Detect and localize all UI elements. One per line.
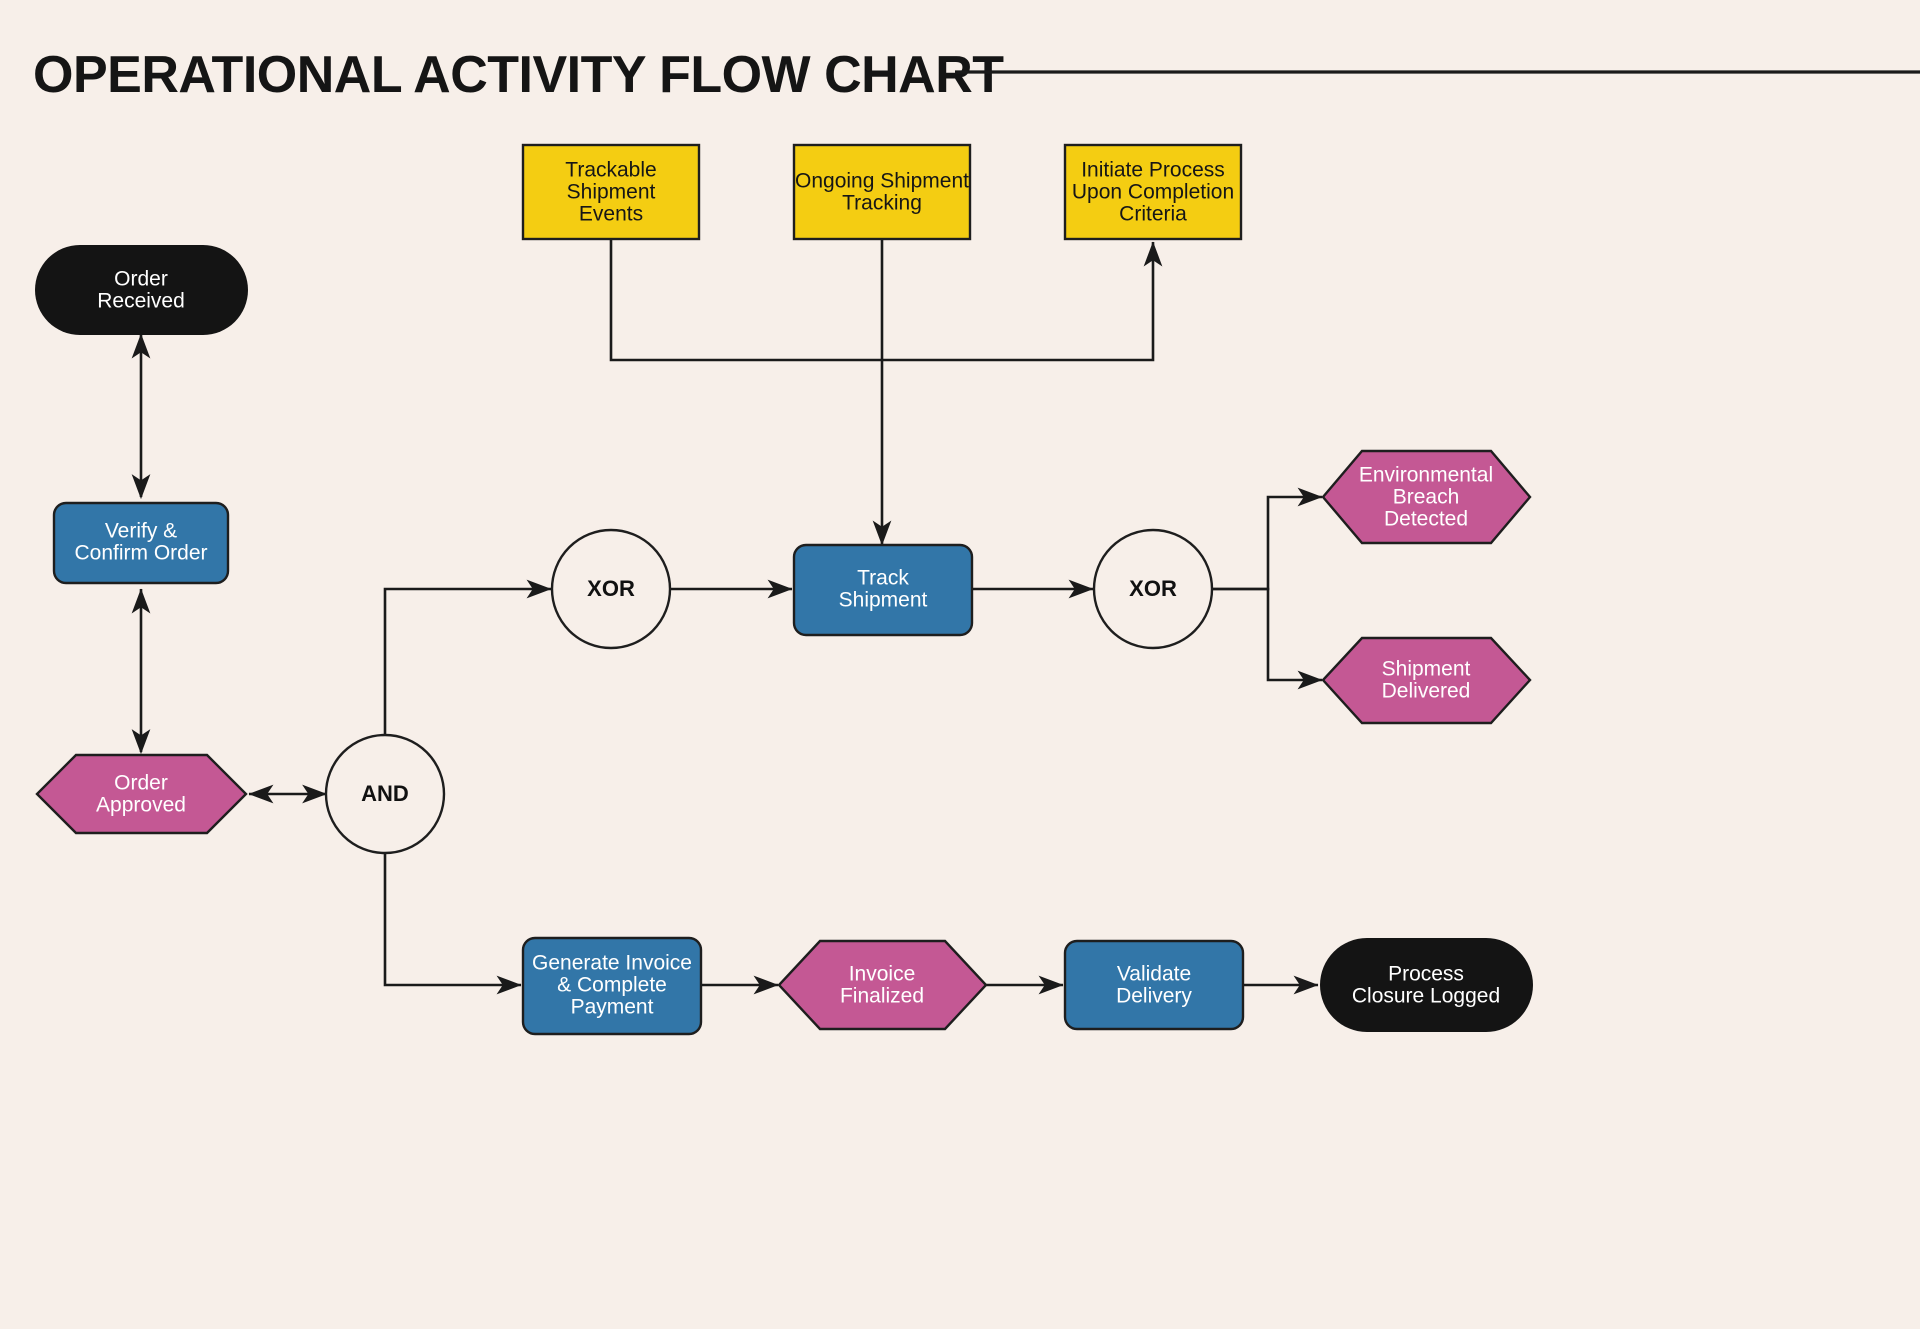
node-process-closure-logged[interactable]: Process Closure Logged	[1320, 938, 1533, 1032]
node-and-gateway[interactable]: AND	[324, 733, 446, 855]
node-trackable-shipment-events[interactable]: Trackable Shipment Events	[521, 143, 701, 241]
node-invoice-finalized[interactable]: Invoice Finalized	[777, 939, 988, 1031]
node-shipment-delivered[interactable]: Shipment Delivered	[1321, 636, 1532, 725]
node-xor-gateway-1[interactable]: XOR	[550, 528, 672, 650]
edge-xor2-environmental-breach	[1213, 487, 1323, 591]
ongoing-shipment-tracking-line1: Ongoing Shipment	[795, 170, 969, 193]
xor-gateway-2-label: XOR	[1129, 576, 1177, 601]
node-ongoing-shipment-tracking[interactable]: Ongoing Shipment Tracking	[792, 143, 972, 241]
trackable-shipment-events-line1: Trackable	[565, 159, 656, 182]
order-received-line2: Received	[97, 290, 185, 313]
track-shipment-shape[interactable]	[792, 543, 974, 637]
xor-gateway-1-label: XOR	[587, 576, 635, 601]
node-generate-invoice-complete-payment[interactable]: Generate Invoice & Complete Payment	[521, 936, 703, 1036]
verify-confirm-order-shape[interactable]	[52, 501, 230, 585]
shipment-delivered-line1: Shipment	[1382, 658, 1471, 681]
ongoing-shipment-tracking-line2: Tracking	[842, 192, 922, 215]
invoice-finalized-line2: Finalized	[840, 985, 924, 1008]
node-environmental-breach-detected[interactable]: Environmental Breach Detected	[1321, 449, 1532, 545]
edge-xor2-shipment-delivered	[1213, 587, 1323, 690]
order-approved-line1: Order	[114, 772, 168, 795]
validate-delivery-line2: Delivery	[1116, 985, 1192, 1008]
shipment-delivered-line2: Delivered	[1382, 680, 1471, 703]
page-title: OPERATIONAL ACTIVITY FLOW CHART	[33, 46, 1004, 104]
generate-invoice-line2: & Complete	[557, 974, 667, 997]
edge-layer	[131, 237, 1323, 995]
xor-gateway-2-shape[interactable]	[1092, 528, 1214, 650]
order-received-line1: Order	[114, 268, 168, 291]
ongoing-shipment-tracking-shape[interactable]	[792, 143, 972, 241]
order-received-shape[interactable]	[35, 245, 248, 335]
trackable-shipment-events-line2: Shipment	[567, 181, 656, 204]
verify-confirm-order-line1: Verify &	[105, 520, 177, 543]
validate-delivery-line1: Validate	[1117, 963, 1191, 986]
node-order-received[interactable]: Order Received	[35, 245, 248, 335]
process-closure-logged-line1: Process	[1388, 963, 1464, 986]
environmental-breach-line1: Environmental	[1359, 464, 1493, 487]
and-gateway-label: AND	[361, 781, 409, 806]
validate-delivery-shape[interactable]	[1063, 939, 1245, 1031]
node-validate-delivery[interactable]: Validate Delivery	[1063, 939, 1245, 1031]
environmental-breach-line2: Breach	[1393, 486, 1460, 509]
generate-invoice-shape[interactable]	[521, 936, 703, 1036]
node-track-shipment[interactable]: Track Shipment	[792, 543, 974, 637]
environmental-breach-line3: Detected	[1384, 508, 1468, 531]
node-initiate-process-upon-completion[interactable]: Initiate Process Upon Completion Criteri…	[1063, 143, 1243, 241]
initiate-process-shape[interactable]	[1063, 143, 1243, 241]
process-closure-logged-shape[interactable]	[1320, 938, 1533, 1032]
generate-invoice-line1: Generate Invoice	[532, 952, 692, 975]
edge-and-xor1	[383, 579, 552, 734]
initiate-process-line1: Initiate Process	[1081, 159, 1225, 182]
node-verify-confirm-order[interactable]: Verify & Confirm Order	[52, 501, 230, 585]
trackable-shipment-events-shape[interactable]	[521, 143, 701, 241]
initiate-process-line2: Upon Completion	[1072, 181, 1234, 204]
node-xor-gateway-2[interactable]: XOR	[1092, 528, 1214, 650]
shipment-delivered-shape[interactable]	[1321, 636, 1532, 725]
order-approved-line2: Approved	[96, 794, 186, 817]
trackable-shipment-events-line3: Events	[579, 203, 643, 226]
invoice-finalized-line1: Invoice	[849, 963, 916, 986]
edge-and-generate-invoice	[383, 854, 522, 995]
and-gateway-shape[interactable]	[324, 733, 446, 855]
track-shipment-line2: Shipment	[839, 589, 928, 612]
environmental-breach-shape[interactable]	[1321, 449, 1532, 545]
verify-confirm-order-line2: Confirm Order	[74, 542, 207, 565]
track-shipment-line1: Track	[857, 567, 909, 590]
node-order-approved[interactable]: Order Approved	[35, 753, 248, 835]
initiate-process-line3: Criteria	[1119, 203, 1187, 226]
invoice-finalized-shape[interactable]	[777, 939, 988, 1031]
generate-invoice-line3: Payment	[571, 996, 654, 1019]
order-approved-shape[interactable]	[35, 753, 248, 835]
xor-gateway-1-shape[interactable]	[550, 528, 672, 650]
process-closure-logged-line2: Closure Logged	[1352, 985, 1500, 1008]
